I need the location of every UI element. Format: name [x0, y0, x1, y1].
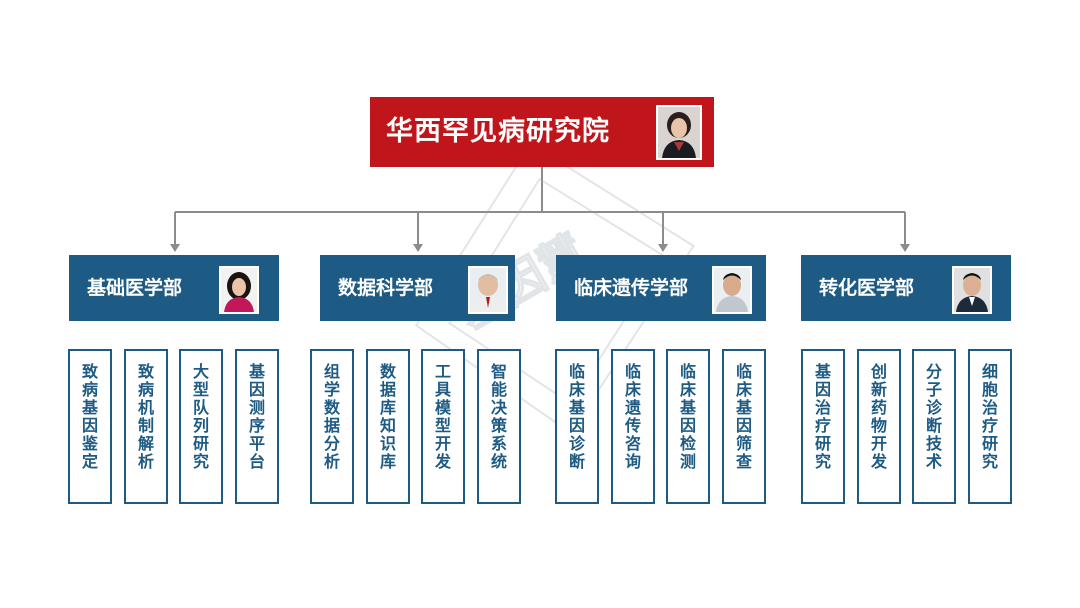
subunit-box: 临床基因检测 [666, 349, 710, 504]
subunit-label: 分子诊断技术 [923, 363, 942, 471]
subunit-box: 基因测序平台 [235, 349, 279, 504]
subunit-box: 大型队列研究 [179, 349, 223, 504]
subunit-label: 组学数据分析 [321, 363, 340, 471]
subunit-box: 智能决策系统 [477, 349, 521, 504]
subunit-box: 临床基因诊断 [555, 349, 599, 504]
root-title: 华西罕见病研究院 [386, 116, 610, 147]
subunit-label: 基因治疗研究 [812, 363, 831, 471]
dept-connector-2 [413, 212, 423, 252]
subunit-box: 数据库知识库 [366, 349, 410, 504]
department-clinical-genetics: 临床遗传学部 [556, 255, 766, 321]
director-photo [656, 105, 702, 160]
subunit-label: 临床基因检测 [677, 363, 696, 471]
subunit-label: 数据库知识库 [377, 363, 396, 471]
department-data-science: 数据科学部 [320, 255, 515, 321]
dept-connector-1 [170, 212, 180, 252]
dept-connector-4 [900, 212, 910, 252]
subunit-label: 致病基因鉴定 [79, 363, 98, 471]
subunit-label: 致病机制解析 [135, 363, 154, 471]
subunit-box: 基因治疗研究 [801, 349, 845, 504]
subunit-label: 创新药物开发 [868, 363, 887, 471]
subunit-label: 智能决策系统 [488, 363, 507, 471]
subunit-box: 临床遗传咨询 [611, 349, 655, 504]
subunit-box: 组学数据分析 [310, 349, 354, 504]
subunit-label: 基因测序平台 [246, 363, 265, 471]
department-head-photo [468, 266, 508, 314]
subunit-label: 临床基因诊断 [566, 363, 585, 471]
subunit-box: 致病基因鉴定 [68, 349, 112, 504]
department-title: 临床遗传学部 [574, 277, 689, 299]
department-head-photo [219, 266, 259, 314]
dept-connector-3 [658, 212, 668, 252]
subunit-label: 大型队列研究 [190, 363, 209, 471]
subunit-box: 工具模型开发 [421, 349, 465, 504]
department-title: 基础医学部 [87, 277, 183, 299]
subunit-label: 工具模型开发 [432, 363, 451, 471]
department-head-photo [952, 266, 992, 314]
department-translational-medicine: 转化医学部 [801, 255, 1011, 321]
subunit-box: 临床基因筛查 [722, 349, 766, 504]
department-head-photo [712, 266, 752, 314]
subunit-box: 致病机制解析 [124, 349, 168, 504]
subunit-box: 细胞治疗研究 [968, 349, 1012, 504]
subunit-box: 分子诊断技术 [912, 349, 956, 504]
department-basic-medicine: 基础医学部 [69, 255, 279, 321]
subunit-label: 细胞治疗研究 [979, 363, 998, 471]
subunit-label: 临床基因筛查 [733, 363, 752, 471]
department-title: 转化医学部 [819, 277, 915, 299]
subunit-box: 创新药物开发 [857, 349, 901, 504]
department-title: 数据科学部 [338, 277, 434, 299]
subunit-label: 临床遗传咨询 [622, 363, 641, 471]
root-node: 华西罕见病研究院 [370, 97, 714, 167]
